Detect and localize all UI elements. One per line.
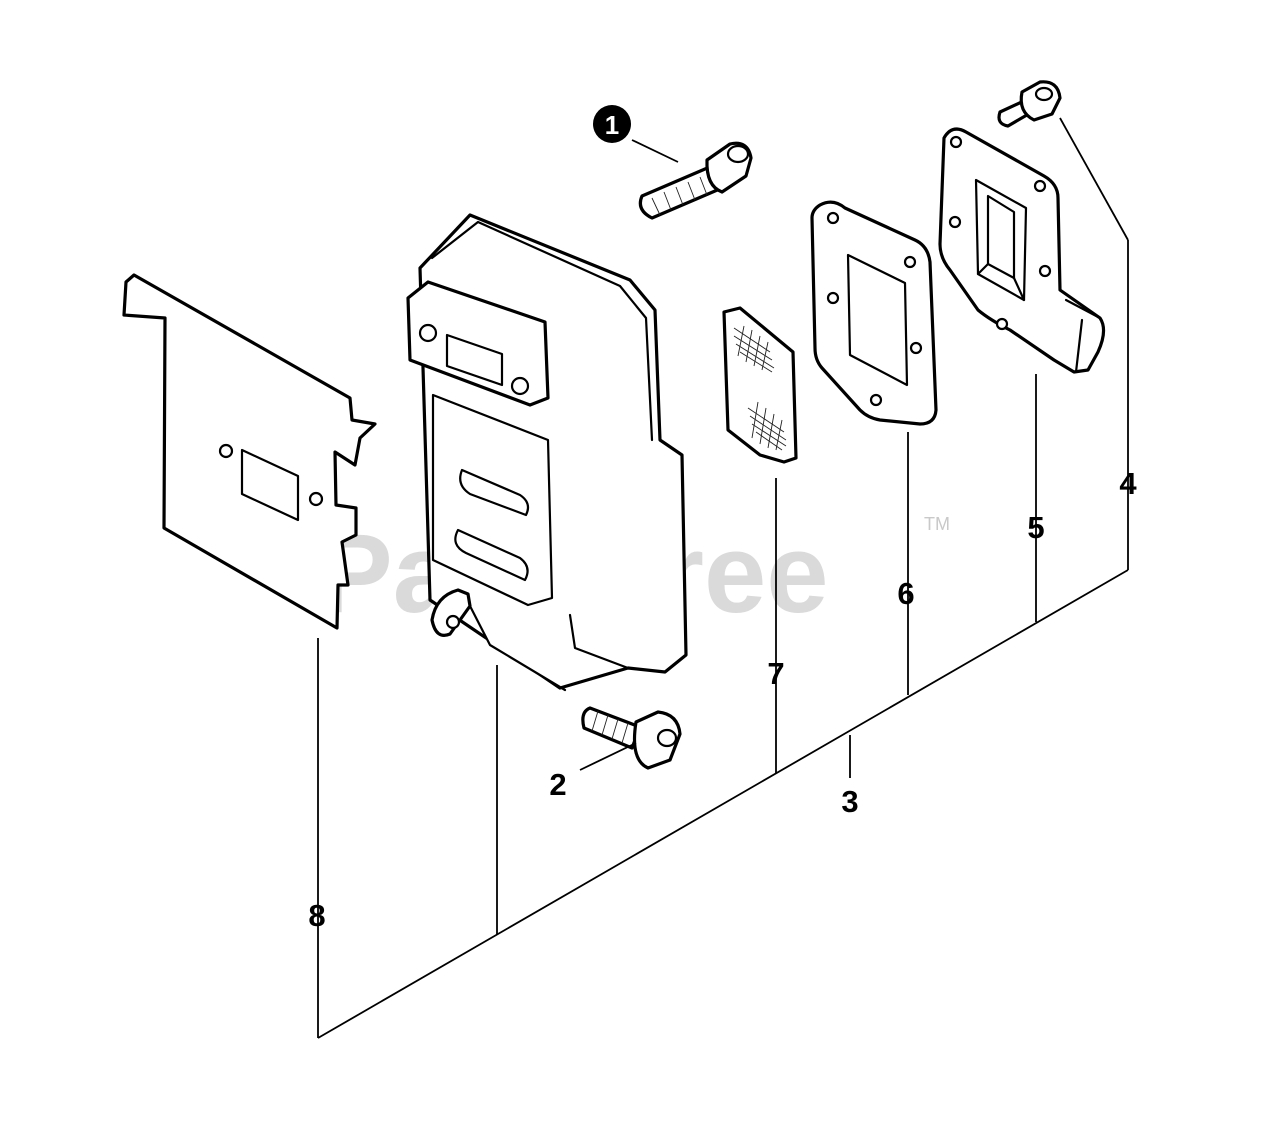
part-1-bolt[interactable]	[638, 141, 753, 220]
callout-2[interactable]: 2	[549, 767, 566, 802]
part-4-screw[interactable]	[997, 80, 1062, 128]
muffler-body[interactable]	[406, 213, 688, 692]
callout-6[interactable]: 6	[897, 576, 914, 611]
callout-7[interactable]: 7	[767, 656, 784, 691]
screen-mesh-upper	[733, 325, 775, 373]
callouts: 1 2 3 4 5 6 7 8	[308, 105, 1137, 933]
part-2-bolt[interactable]	[581, 706, 682, 770]
callout-1[interactable]: 1	[593, 105, 631, 143]
part-8-plate[interactable]	[122, 273, 377, 630]
part-7-screen[interactable]	[722, 306, 798, 464]
screen-mesh-lower	[747, 401, 787, 451]
callout-4[interactable]: 4	[1119, 466, 1137, 501]
leader-lines	[317, 117, 1129, 1039]
callout-8[interactable]: 8	[308, 898, 325, 933]
part-5-deflector[interactable]	[938, 127, 1106, 374]
callout-3[interactable]: 3	[841, 784, 858, 819]
callout-5[interactable]: 5	[1027, 510, 1044, 545]
callout-1-label: 1	[605, 110, 619, 140]
part-6-gasket[interactable]	[810, 200, 938, 426]
watermark-trademark: TM	[924, 514, 950, 534]
